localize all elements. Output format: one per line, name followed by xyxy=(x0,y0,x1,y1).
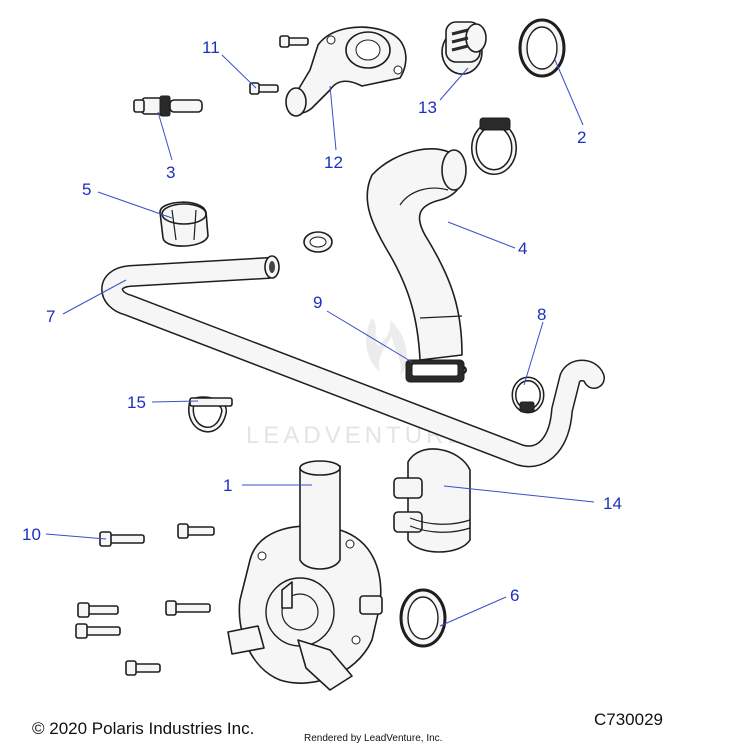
part-10-bolts xyxy=(75,523,215,676)
upper-hose-clamp xyxy=(471,117,517,175)
part-8-clamp xyxy=(511,376,545,414)
leader-10 xyxy=(45,533,107,540)
watermark: LEADVENTURE xyxy=(246,318,463,449)
part-2-seal xyxy=(518,18,566,78)
callout-5: 5 xyxy=(82,180,91,199)
part-12-thermostat-housing xyxy=(285,26,407,117)
part-11-bolts xyxy=(249,35,309,95)
callout-15: 15 xyxy=(127,393,146,412)
part-14-cover xyxy=(393,448,471,553)
callouts: 1 2 3 4 5 6 7 8 9 10 11 12 13 14 15 xyxy=(22,38,622,605)
leader-lines xyxy=(45,54,595,627)
leader-13 xyxy=(439,67,469,101)
leader-5 xyxy=(97,191,173,219)
part-9-clamp xyxy=(405,359,467,383)
leader-4 xyxy=(447,221,516,249)
leader-7 xyxy=(62,279,127,315)
rendered-by-text: Rendered by LeadVenture, Inc. xyxy=(304,733,443,744)
callout-8: 8 xyxy=(537,305,546,324)
hose-clamp xyxy=(303,231,333,253)
part-6-o-ring xyxy=(399,588,447,648)
leader-6 xyxy=(439,596,507,627)
copyright-text: © 2020 Polaris Industries Inc. xyxy=(32,719,255,738)
part-15-tie xyxy=(188,396,233,433)
leader-3 xyxy=(157,111,173,161)
callout-10: 10 xyxy=(22,525,41,544)
callout-7: 7 xyxy=(46,307,55,326)
callout-3: 3 xyxy=(166,163,175,182)
callout-13: 13 xyxy=(418,98,437,117)
callout-11: 11 xyxy=(202,38,220,57)
leader-14 xyxy=(443,485,595,503)
diagram-code: C730029 xyxy=(594,710,664,729)
leader-15 xyxy=(151,400,199,403)
part-5-clamp xyxy=(159,201,209,247)
leader-11 xyxy=(221,54,257,89)
part-1-water-pump xyxy=(227,460,383,691)
leader-12 xyxy=(329,85,337,151)
leader-9 xyxy=(326,310,413,363)
callout-14: 14 xyxy=(603,494,622,513)
callout-6: 6 xyxy=(510,586,519,605)
callout-9: 9 xyxy=(313,293,322,312)
part-13-thermostat xyxy=(441,21,487,75)
callout-12: 12 xyxy=(324,153,343,172)
callout-1: 1 xyxy=(223,476,232,495)
leader-2 xyxy=(554,59,584,126)
callout-2: 2 xyxy=(577,128,586,147)
part-3-sensor xyxy=(133,95,203,117)
callout-4: 4 xyxy=(518,239,527,258)
part-4-molded-hose xyxy=(366,148,467,361)
leader-8 xyxy=(523,321,544,386)
